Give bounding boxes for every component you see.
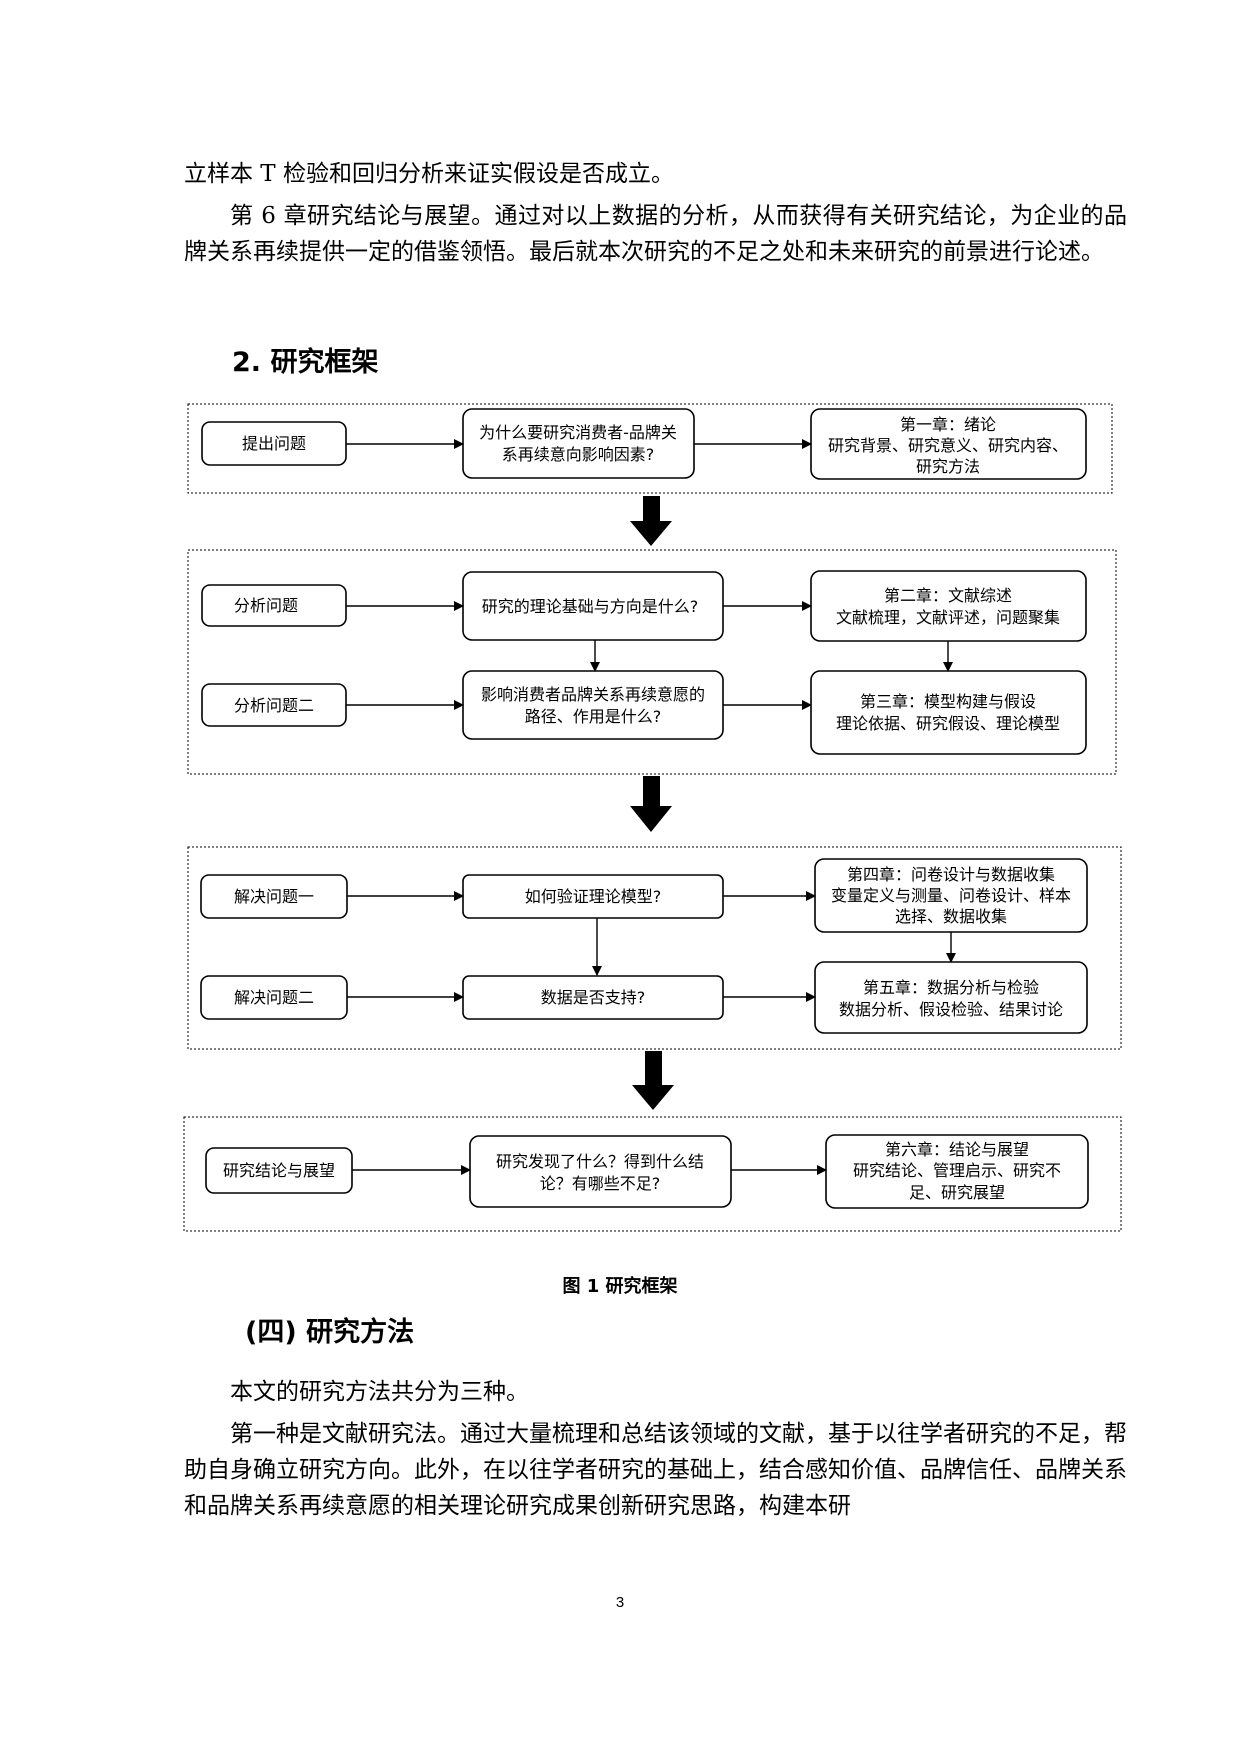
paragraph-4: 第一种是文献研究法。通过大量梳理和总结该领域的文献，基于以往学者研究的不足，帮助…: [184, 1421, 1127, 1519]
group-frame-4: [183, 1116, 1122, 1232]
chapter-line: 文献梳理，文献评述，问题聚集: [836, 608, 1060, 627]
inquiry-line: 系再续意向影响因素?: [502, 445, 655, 464]
chapter-line: 第六章：结论与展望: [885, 1140, 1029, 1159]
chapter-line: 研究方法: [916, 457, 980, 476]
paragraph-3: 本文的研究方法共分为三种。: [230, 1379, 529, 1405]
chapter-line: 第五章：数据分析与检验: [863, 978, 1039, 997]
inquiry-line: 路径、作用是什么?: [525, 707, 662, 726]
inquiry-box: [462, 408, 695, 479]
paragraph-2: 第 6 章研究结论与展望。通过对以上数据的分析，从而获得有关研究结论，为企业的品…: [184, 203, 1127, 265]
inquiry-line: 影响消费者品牌关系再续意愿的: [481, 685, 705, 704]
inquiry-box: [469, 1135, 732, 1208]
inquiry-line: 为什么要研究消费者-品牌关: [479, 423, 677, 442]
chapter-line: 变量定义与测量、问卷设计、样本: [831, 886, 1071, 905]
inquiry-line: 数据是否支持?: [541, 988, 646, 1007]
paragraph-1: 立样本 T 检验和回归分析来证实假设是否成立。: [184, 161, 674, 187]
inquiry-line: 如何验证理论模型?: [525, 887, 662, 906]
chapter-line: 足、研究展望: [909, 1183, 1005, 1202]
section-heading-methods: (四) 研究方法: [245, 1317, 415, 1348]
chapter-line: 第三章：模型构建与假设: [860, 692, 1036, 711]
group-frame-2: [187, 549, 1117, 775]
chapter-line: 研究结论、管理启示、研究不: [853, 1161, 1061, 1180]
question-label: 研究结论与展望: [223, 1161, 335, 1180]
chapter-line: 第一章：绪论: [900, 415, 996, 434]
question-label: 提出问题: [242, 434, 306, 453]
down-arrow-icon: [632, 1051, 674, 1110]
question-label: 解决问题一: [234, 887, 314, 906]
question-label: 分析问题二: [234, 696, 314, 715]
chapter-line: 数据分析、假设检验、结果讨论: [839, 1000, 1063, 1019]
group-frame-3: [187, 846, 1122, 1050]
chapter-box: [814, 961, 1088, 1034]
chapter-box: [810, 670, 1087, 755]
page-number: 3: [615, 1594, 625, 1611]
figure-caption: 图 1 研究框架: [562, 1276, 678, 1297]
chapter-line: 第四章：问卷设计与数据收集: [847, 865, 1055, 884]
chapter-line: 研究背景、研究意义、研究内容、: [828, 436, 1068, 455]
question-label: 解决问题二: [234, 988, 314, 1007]
down-arrow-icon: [630, 496, 672, 546]
group-frame-1: [187, 403, 1113, 494]
question-label: 分析问题: [234, 596, 298, 615]
inquiry-line: 研究的理论基础与方向是什么?: [482, 597, 699, 616]
chapter-box: [810, 570, 1087, 642]
chapter-line: 理论依据、研究假设、理论模型: [836, 714, 1060, 733]
inquiry-line: 研究发现了什么？得到什么结: [496, 1152, 704, 1171]
section-heading-framework: 2. 研究框架: [232, 347, 379, 378]
inquiry-box: [462, 670, 724, 740]
chapter-line: 选择、数据收集: [895, 907, 1007, 926]
chapter-line: 第二章：文献综述: [884, 586, 1012, 605]
inquiry-line: 论？有哪些不足?: [540, 1174, 661, 1193]
down-arrow-icon: [630, 776, 672, 832]
